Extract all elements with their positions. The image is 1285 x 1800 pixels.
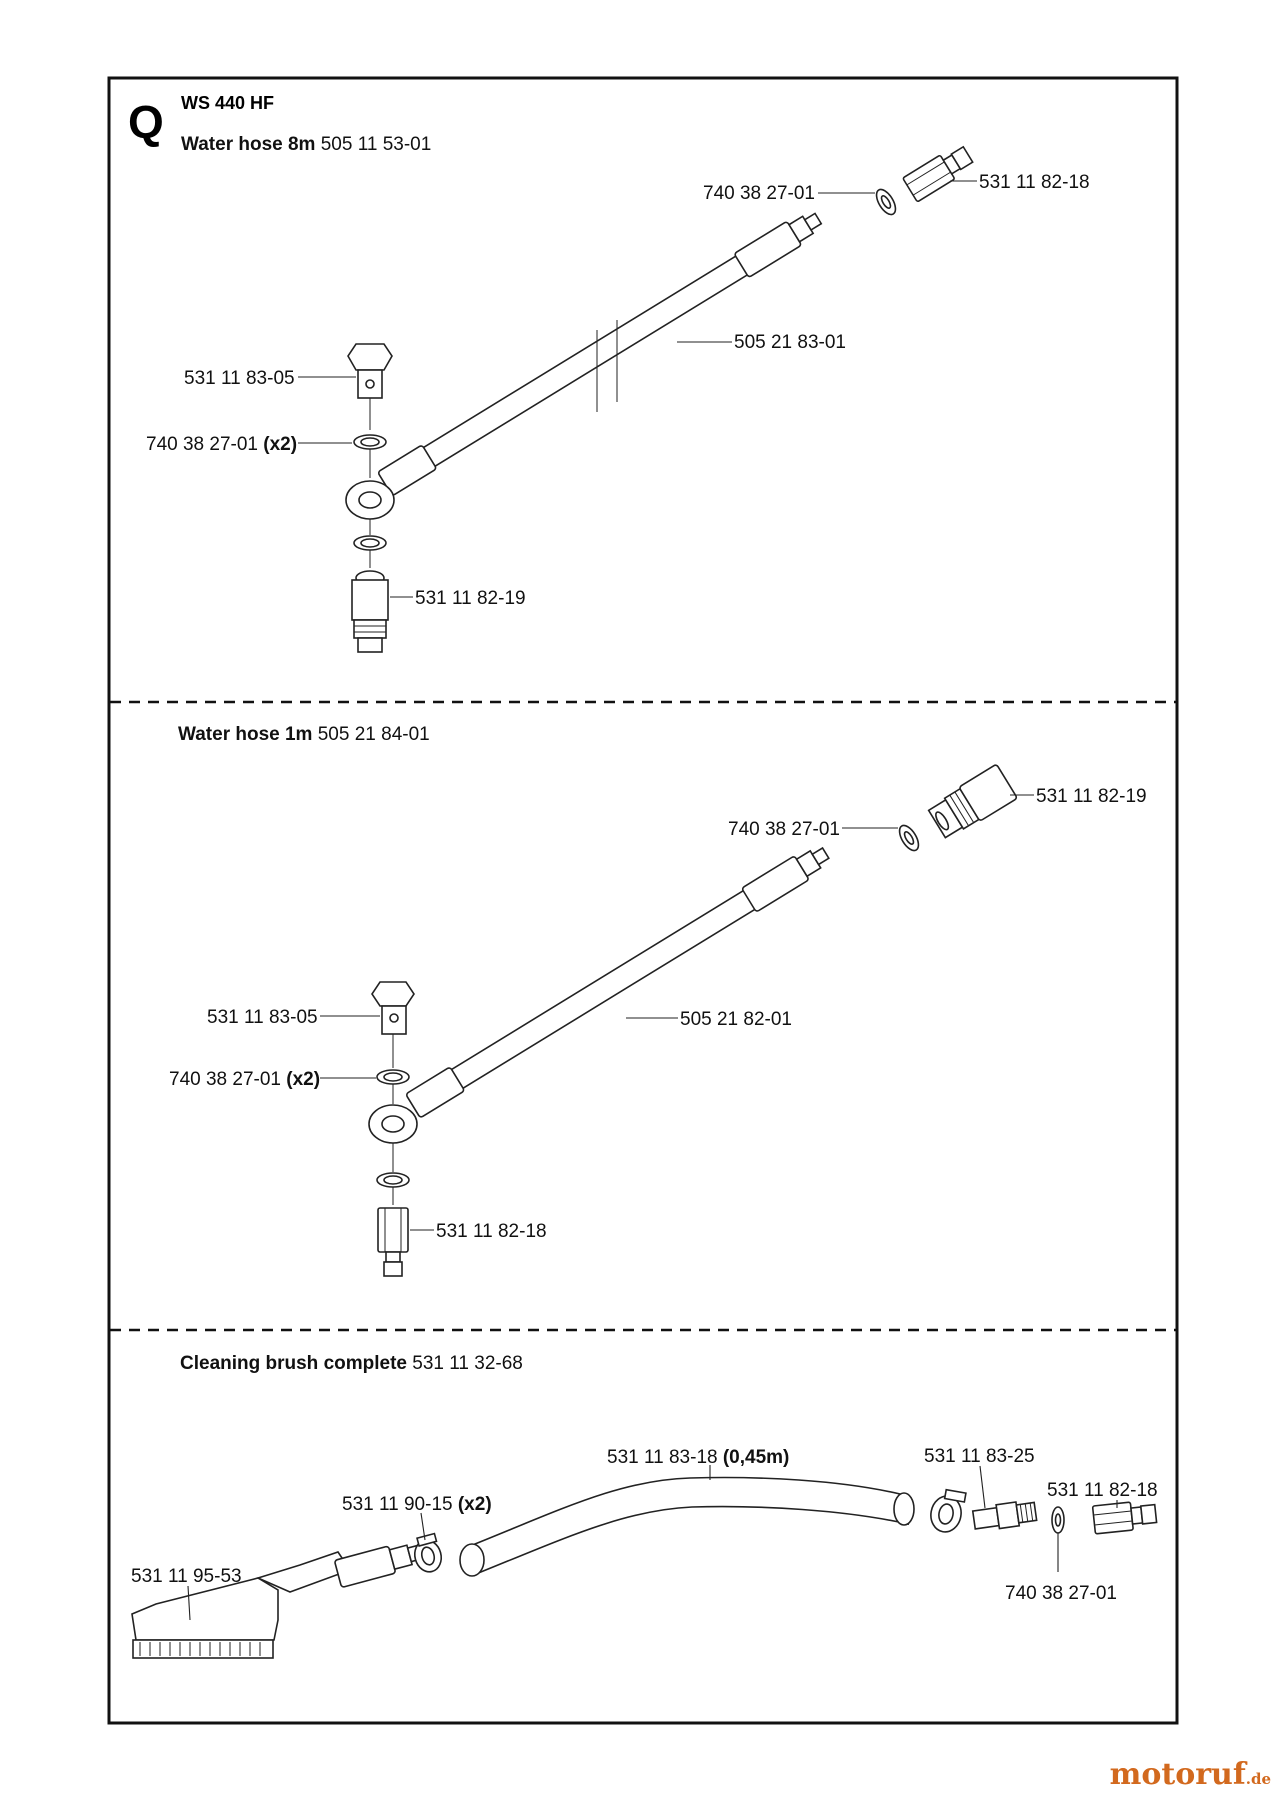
part-label: 740 38 27-01: [728, 819, 840, 840]
section-number: 505 11 53-01: [321, 134, 432, 155]
part-label: 531 11 83-05: [184, 368, 295, 389]
svg-text:Water hose 1m 505 21 84-01: Water hose 1m 505 21 84-01: [178, 724, 430, 745]
section-number: 531 11 32-68: [412, 1353, 523, 1374]
section-title: Water hose 1m: [178, 724, 312, 745]
section-water-hose-1m: Water hose 1m 505 21 84-01: [169, 724, 1147, 1277]
model-name: WS 440 HF: [181, 93, 274, 113]
part-label: 531 11 95-53: [131, 1566, 242, 1587]
hose-drawing: [378, 212, 823, 496]
part-label: 505 21 82-01: [680, 1009, 792, 1030]
brush-drawing: [131, 1551, 352, 1659]
part-label: 531 11 82-19: [1036, 786, 1147, 807]
section-title: Water hose 8m: [181, 134, 315, 155]
part-label: 531 11 83-18 (0,45m): [607, 1447, 789, 1468]
part-label: 531 11 90-15 (x2): [342, 1494, 492, 1515]
part-label: 740 38 27-01 (x2): [146, 434, 297, 455]
part-label: 531 11 82-18: [979, 172, 1090, 193]
diagram-border: [107, 76, 1179, 1725]
part-label: 531 11 82-18: [436, 1221, 547, 1242]
section-number: 505 21 84-01: [318, 724, 430, 745]
part-label: 531 11 82-18: [1047, 1480, 1158, 1501]
svg-text:Water hose 8m 505 11 53-01: Water hose 8m 505 11 53-01: [181, 134, 431, 155]
section-letter: Q: [128, 96, 164, 148]
section-title: Cleaning brush complete: [180, 1353, 407, 1374]
section-water-hose-8m: Water hose 8m 505 11 53-01: [146, 134, 1090, 653]
part-label: 740 38 27-01 (x2): [169, 1069, 320, 1090]
svg-text:Cleaning brush complete 531 11: Cleaning brush complete 531 11 32-68: [180, 1353, 523, 1374]
hose-drawing: [406, 846, 830, 1118]
part-label: 531 11 82-19: [415, 588, 526, 609]
part-label: 531 11 83-05: [207, 1007, 318, 1028]
part-label: 531 11 83-25: [924, 1446, 1035, 1467]
watermark-logo: motoruf.de: [1109, 1757, 1271, 1792]
part-label: 740 38 27-01: [1005, 1583, 1117, 1604]
part-label: 505 21 83-01: [734, 332, 846, 353]
part-label: 740 38 27-01: [703, 183, 815, 204]
section-cleaning-brush: Cleaning brush complete 531 11 32-68: [131, 1353, 1158, 1659]
